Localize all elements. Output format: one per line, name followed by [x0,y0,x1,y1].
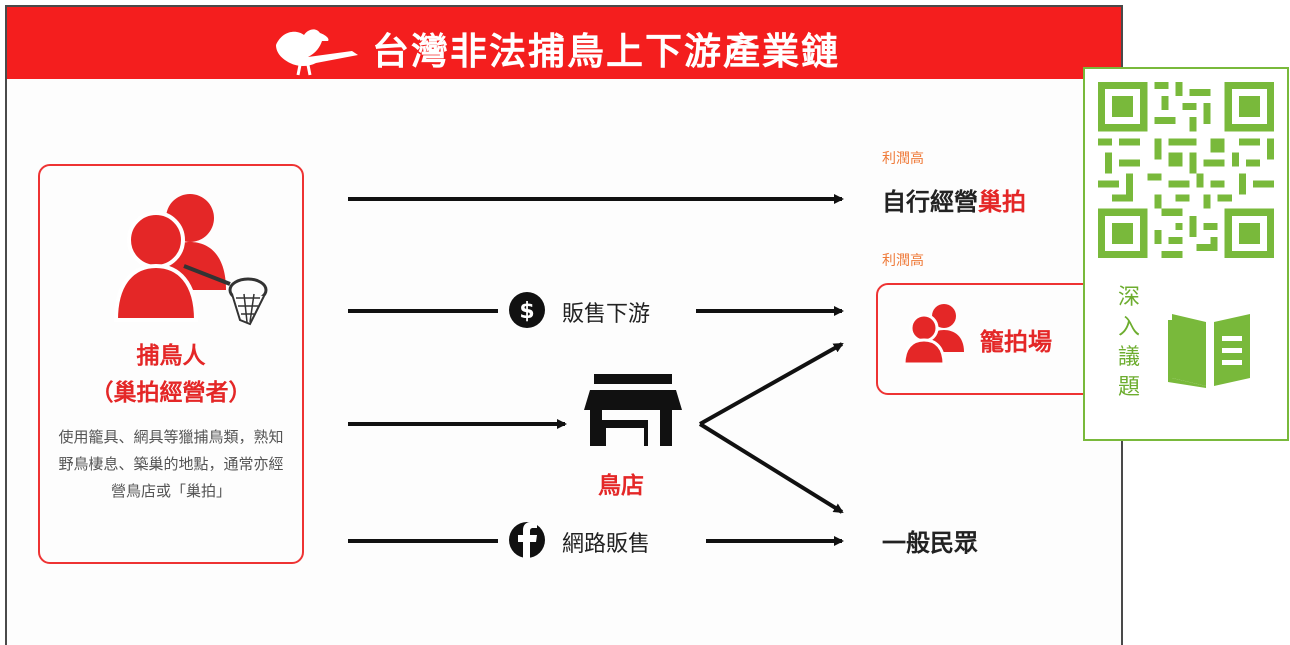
nest-photo-highlight: 巢拍 [978,188,1026,216]
sell-downstream-label: 販售下游 [562,302,651,327]
bird-catcher-with-net-icon [113,194,268,326]
dollar-icon: $ [509,292,545,328]
page-title: 台灣非法捕鳥上下游產業鏈 [372,30,840,73]
bird-shop-label: 鳥店 [598,473,644,499]
bird-catcher-role: （巢拍經營者） [90,380,252,406]
shop-icon [584,374,682,446]
bird-catcher-box [38,164,304,564]
facebook-icon [509,522,545,558]
self-run-prefix: 自行經營 [882,188,978,216]
qr-code-icon[interactable] [1098,82,1274,258]
cage-venue-label: 籠拍場 [980,328,1052,356]
bird-icon [276,29,358,76]
header-banner: 台灣非法捕鳥上下游產業鏈 [7,7,1121,79]
book-icon[interactable] [1166,306,1258,388]
profit-high-label-1: 利潤高 [882,151,924,167]
arrow-shop-to-public [698,422,844,514]
online-sales-label: 網路販售 [562,532,651,557]
self-run-nest-photo: 自行經營巢拍 [882,182,1026,217]
svg-text:$: $ [519,299,534,324]
arrow-shop-to-cage-venue [699,342,844,426]
bird-catcher-title: 捕鳥人 [136,343,206,369]
people-icon [902,304,964,366]
general-public-label: 一般民眾 [882,529,978,557]
profit-high-label-2: 利潤高 [882,253,924,269]
bird-catcher-description: 使用籠具、網具等獵捕鳥類，熟知野鳥棲息、築巢的地點，通常亦經營鳥店或「巢拍」 [58,428,284,500]
deep-dive-text[interactable]: 深入議題 [1117,285,1140,400]
